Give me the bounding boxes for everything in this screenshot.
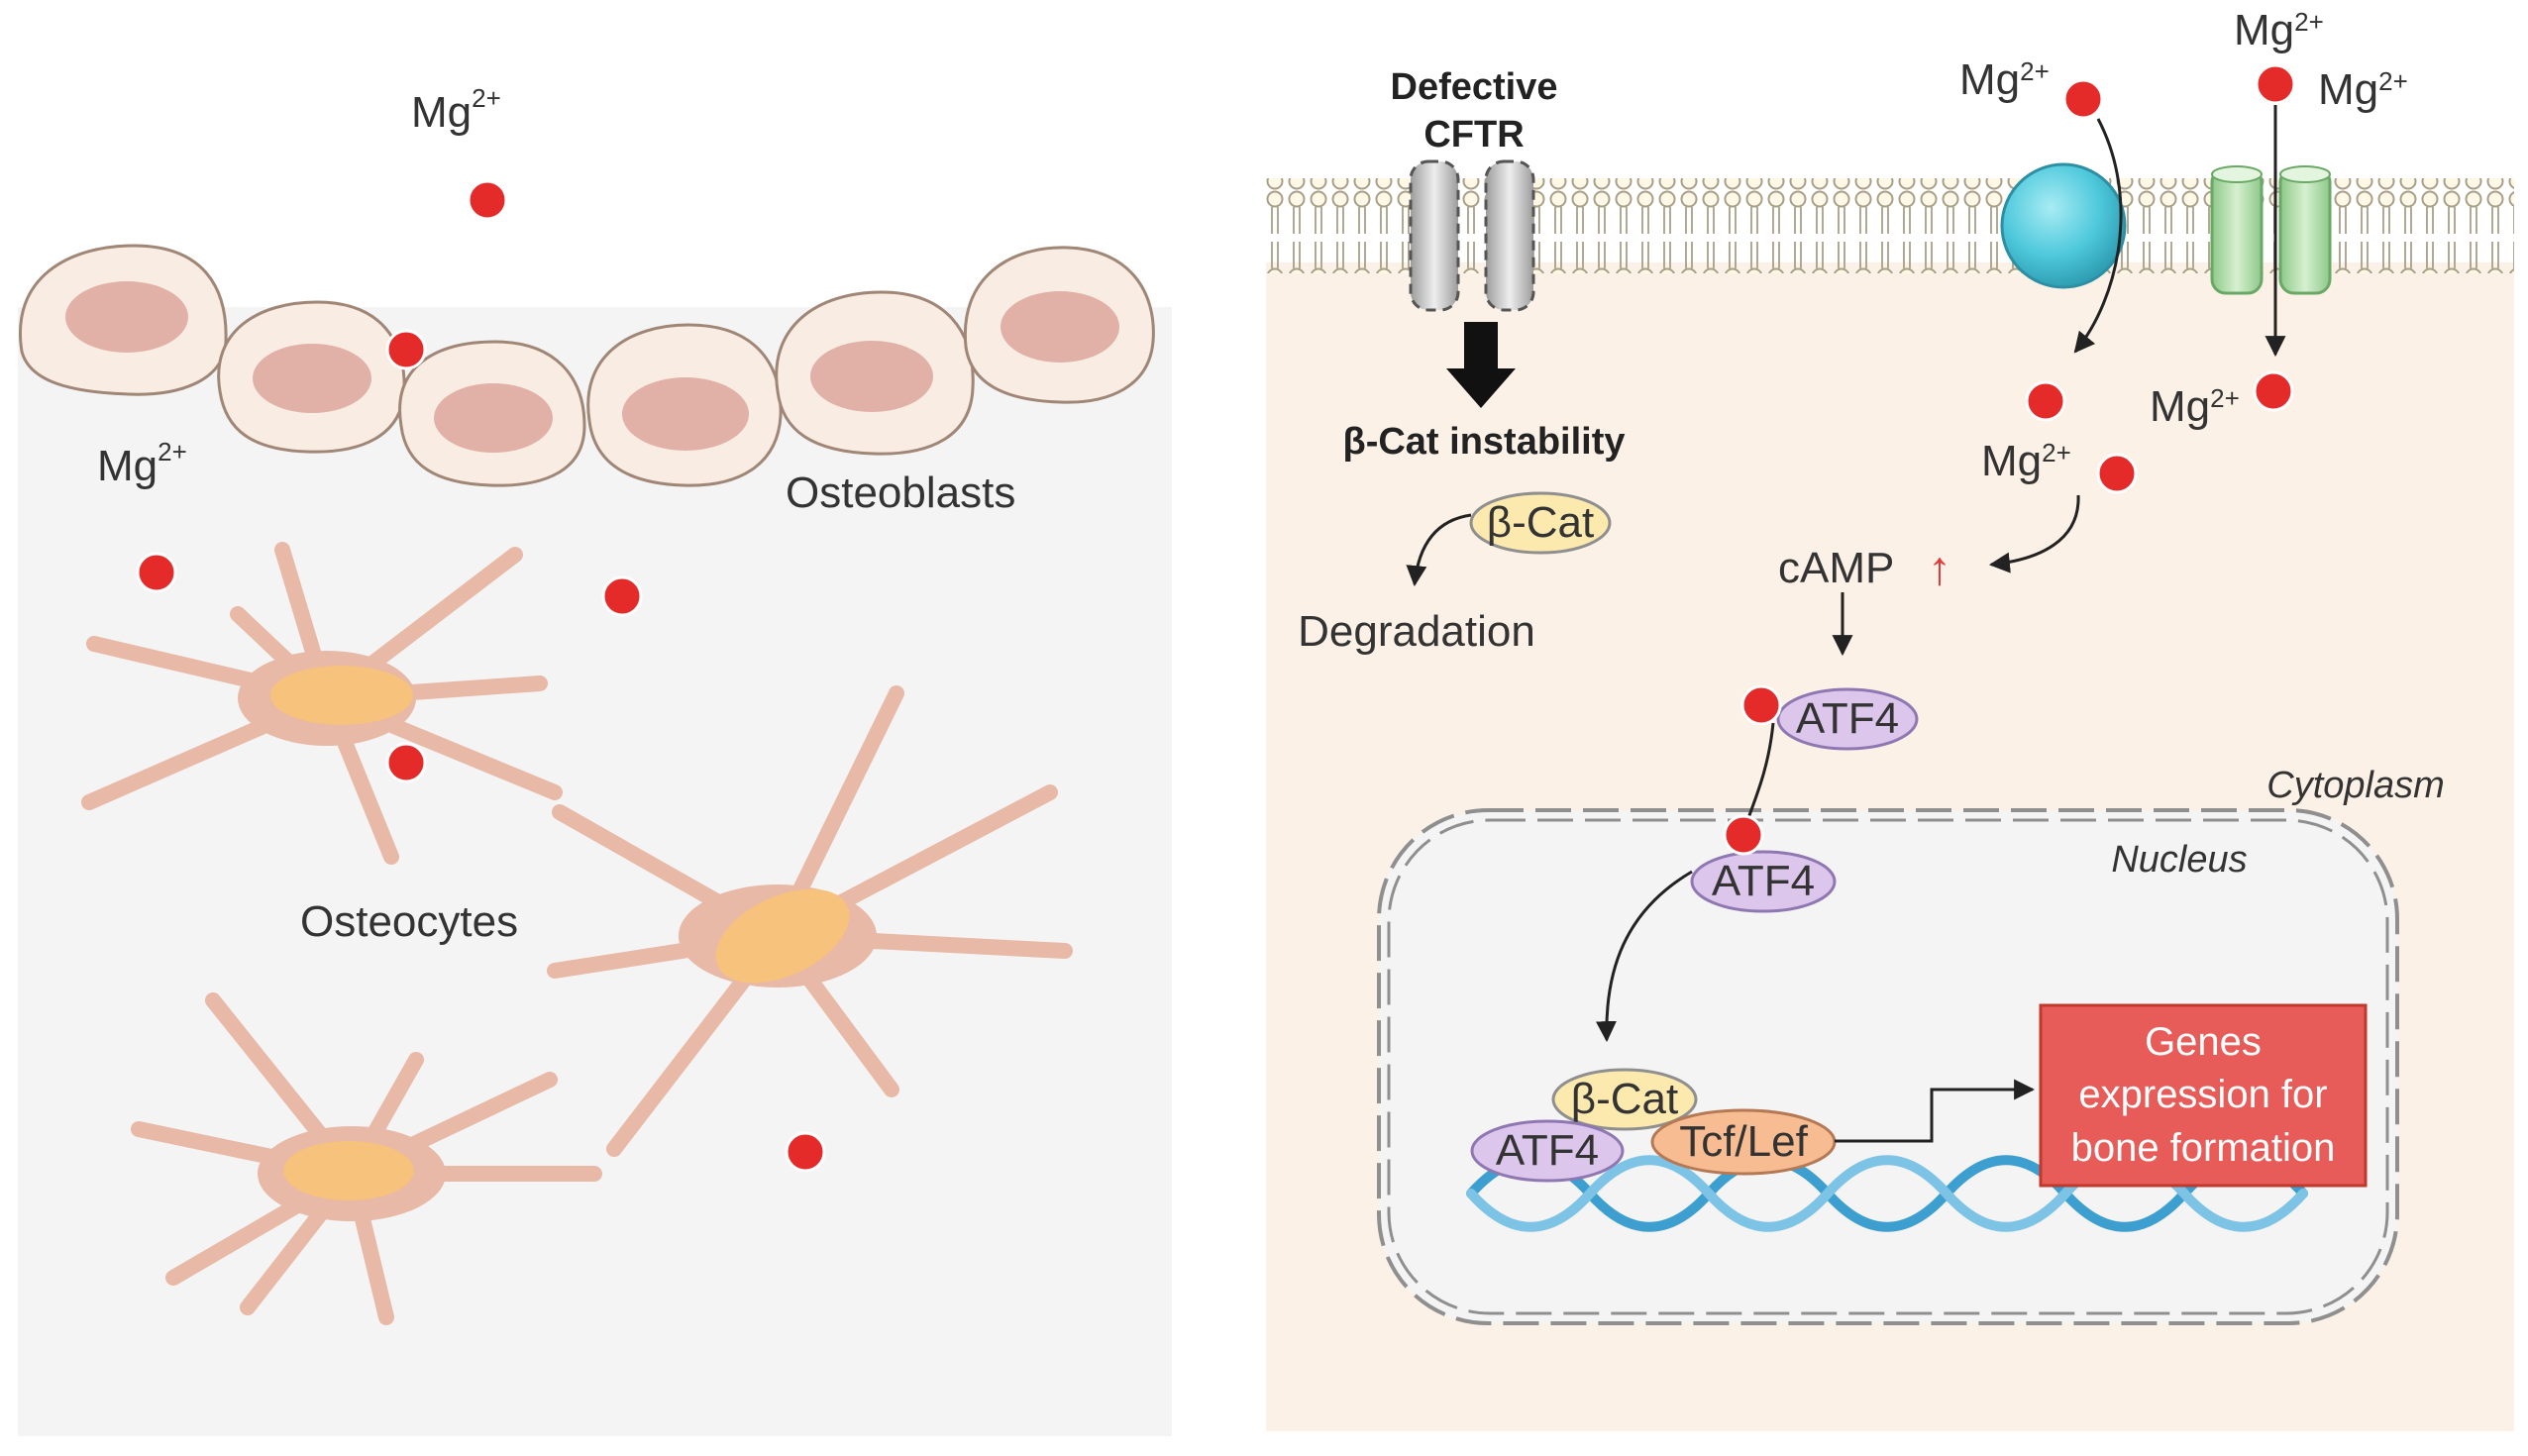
nucleus-envelope [1377,808,2399,1325]
nucleus-label: Nucleus [2111,839,2247,881]
mg-ion [136,552,177,593]
osteoblast-cell [963,246,1155,404]
osteoblast-cell [217,300,406,454]
big-down-arrow [1446,322,1516,408]
osteocyte [131,992,602,1325]
mg-label-3: Mg2+ [2318,65,2408,114]
mg-ion [1723,814,1764,856]
osteoblasts-label: Osteoblasts [786,468,1015,517]
cytoplasm-label: Cytoplasm [2266,765,2445,806]
mg-ion [1740,684,1782,726]
osteocyte-nucleus [715,888,850,984]
gene-expression-arrow [1835,1079,2036,1143]
right-panel: Defective CFTR β-Cat instability β-Cat D… [1262,6,2514,1431]
nucleus-envelope-inner [1387,818,2389,1315]
genes-box-line1: Genes [2145,1020,2262,1064]
bcat-degradation-group: β-Cat Degradation [1298,491,1612,656]
transporter-arrow [2073,118,2123,354]
mg-ion [2253,370,2294,412]
bcat-oval [1469,491,1612,555]
osteocyte-nucleus [270,666,413,725]
complex-tcf-label: Tcf/Lef [1679,1117,1808,1166]
mg-channel [2210,165,2332,295]
complex-atf4-oval [1470,1119,1625,1183]
mg-transporter [2000,162,2127,289]
osteoblast-cell [586,323,783,487]
osteocyte [81,542,563,865]
atf4-cytoplasm-oval [1776,687,1919,751]
osteoblast-cell [19,244,228,396]
mg-ion [2096,453,2138,494]
complex-bcat-oval [1551,1068,1698,1131]
mg-to-camp-arrow [1988,494,2080,573]
mg-label-2: Mg2+ [2234,6,2324,54]
osteoblast-layer [19,244,1155,487]
mg-ion [2255,63,2296,105]
mg-ion [385,742,427,783]
cftr-label-line1: Defective [1391,66,1558,108]
degradation-label: Degradation [1298,607,1535,656]
cftr-label-line2: CFTR [1423,114,1524,156]
atf4-nucleus-label: ATF4 [1712,857,1815,905]
mg-label-5: Mg2+ [1981,437,2071,485]
osteocytes-label: Osteocytes [300,897,518,946]
genes-box-line3: bone formation [2071,1126,2336,1170]
mg-ion [2025,380,2066,422]
camp-up-arrow: ↑ [1928,543,1951,595]
atf4-nucleus-oval [1690,850,1837,913]
mg-ion [785,1131,826,1173]
atf4-to-complex-arrow [1595,870,1693,1043]
mg-label-4: Mg2+ [2150,382,2240,431]
mg-ion-label-left: Mg2+ [97,437,187,490]
osteocyte-nucleus [283,1141,414,1200]
complex-atf4-label: ATF4 [1496,1126,1599,1175]
left-panel: Mg2+ Mg2+ Osteoblasts Osteocytes [18,83,1172,1436]
mg-ion [601,575,643,617]
mg-ion [2062,78,2104,120]
osteocyte [547,685,1073,1157]
genes-box-line2: expression for [2078,1073,2327,1116]
osteoblast-cell [398,340,586,487]
mg-ion [385,329,427,370]
mg-ion-label-top: Mg2+ [411,83,501,137]
degradation-arrow [1406,513,1472,587]
atf4-cytoplasm-label: ATF4 [1796,694,1899,743]
camp-label: cAMP [1778,544,1894,592]
transcription-complex: β-Cat ATF4 Tcf/Lef [1470,1068,1837,1183]
complex-bcat-label: β-Cat [1571,1075,1678,1123]
mg-label-1: Mg2+ [1959,55,2050,104]
osteoblast-cell [775,290,975,456]
bcat-instability-label: β-Cat instability [1343,421,1626,463]
mg-ion [467,179,508,221]
defective-cftr-channel [1409,159,1535,312]
bcat-label: β-Cat [1487,498,1594,547]
genes-expression-box [2039,1003,2368,1188]
